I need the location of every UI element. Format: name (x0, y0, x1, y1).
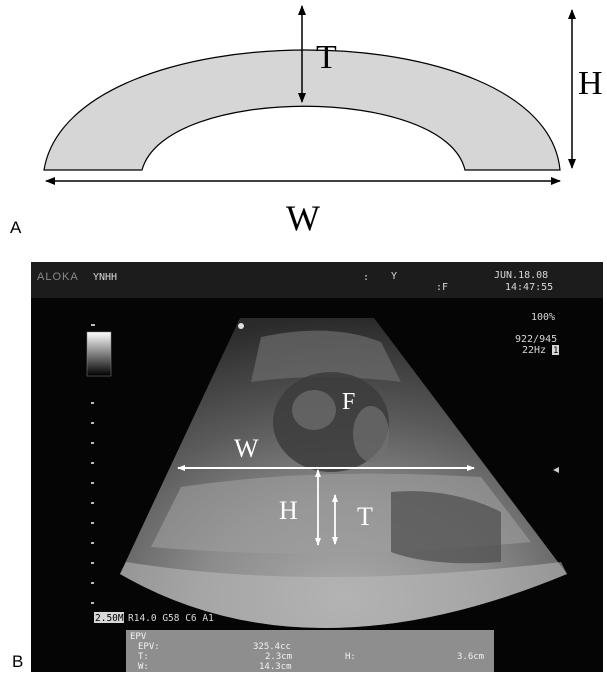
brand-logo: ALOKA (37, 271, 79, 283)
panel-a-letter: A (10, 218, 21, 238)
focus-marker-icon (553, 467, 559, 473)
frame-rate: 22Hz (522, 345, 546, 356)
w-value: 14.3cm (259, 662, 292, 672)
height-label: H (578, 65, 603, 102)
us-label-f: F (342, 389, 355, 415)
frame-rate-index: 1 (553, 346, 558, 356)
t-label: T: (138, 652, 149, 662)
header-y: Y (391, 271, 397, 282)
thickness-label: T (316, 39, 337, 76)
width-label: W (286, 198, 320, 238)
epv-label: EPV: (138, 642, 160, 652)
header-f: :F (436, 282, 448, 293)
exam-date: JUN.18.08 (494, 270, 548, 281)
focus-dot (238, 323, 244, 329)
acquisition-params: R14.0 G58 C6 A1 (128, 613, 214, 624)
w-label: W: (138, 662, 149, 672)
ultrasound-image: W F H T ALOKA YNHH : Y :F JUN.18.08 14:4… (31, 262, 603, 672)
us-label-w: W (234, 434, 259, 463)
zoom-value: 100% (531, 312, 555, 323)
frame-counter: 922/945 (515, 334, 557, 345)
measure-title: EPV (130, 632, 147, 642)
header-colon: : (363, 272, 369, 283)
measurement-box (126, 630, 494, 672)
panel-b-letter: B (12, 652, 23, 672)
us-label-t: T (357, 502, 373, 531)
t-value: 2.3cm (265, 652, 292, 662)
h-value: 3.6cm (457, 652, 484, 662)
schematic-panel: T H W A (0, 0, 607, 255)
placenta-schematic: T H W (0, 0, 607, 255)
epv-value: 325.4cc (253, 642, 291, 652)
ultrasound-panel: W F H T ALOKA YNHH : Y :F JUN.18.08 14:4… (31, 262, 603, 672)
us-label-h: H (279, 496, 298, 525)
exam-time: 14:47:55 (505, 282, 553, 293)
grayscale-bar (87, 332, 111, 376)
probe-frequency: 2.50MR (95, 613, 130, 624)
h-label: H: (345, 652, 356, 662)
institution-name: YNHH (93, 272, 117, 283)
